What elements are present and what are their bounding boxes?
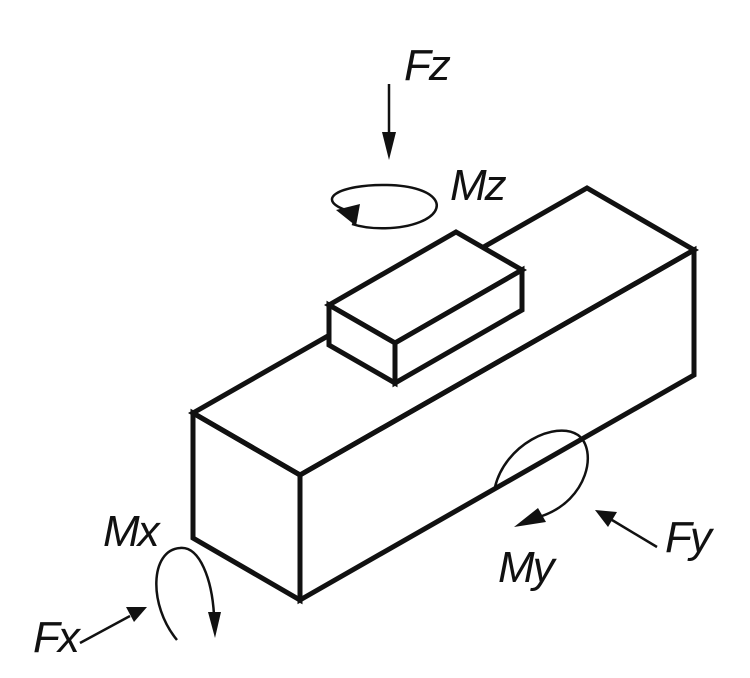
my-label: My [498,543,558,592]
carriage-block [323,229,528,388]
mz-label: Mz [450,161,507,210]
mz-moment-arrow-icon [330,183,438,230]
fz-arrow-icon [382,84,396,160]
fy-label: Fy [665,513,715,562]
main-block-side [297,245,697,605]
fx-arrow-icon [79,607,147,645]
mx-moment-arrow-icon [155,546,221,641]
fy-arrow-icon [595,510,658,549]
mx-label: Mx [103,507,162,556]
carriage-side [392,265,525,388]
my-moment-arrow-icon [493,429,590,527]
fx-label: Fx [33,613,82,662]
main-block-front [190,408,303,605]
fz-label: Fz [404,41,451,90]
